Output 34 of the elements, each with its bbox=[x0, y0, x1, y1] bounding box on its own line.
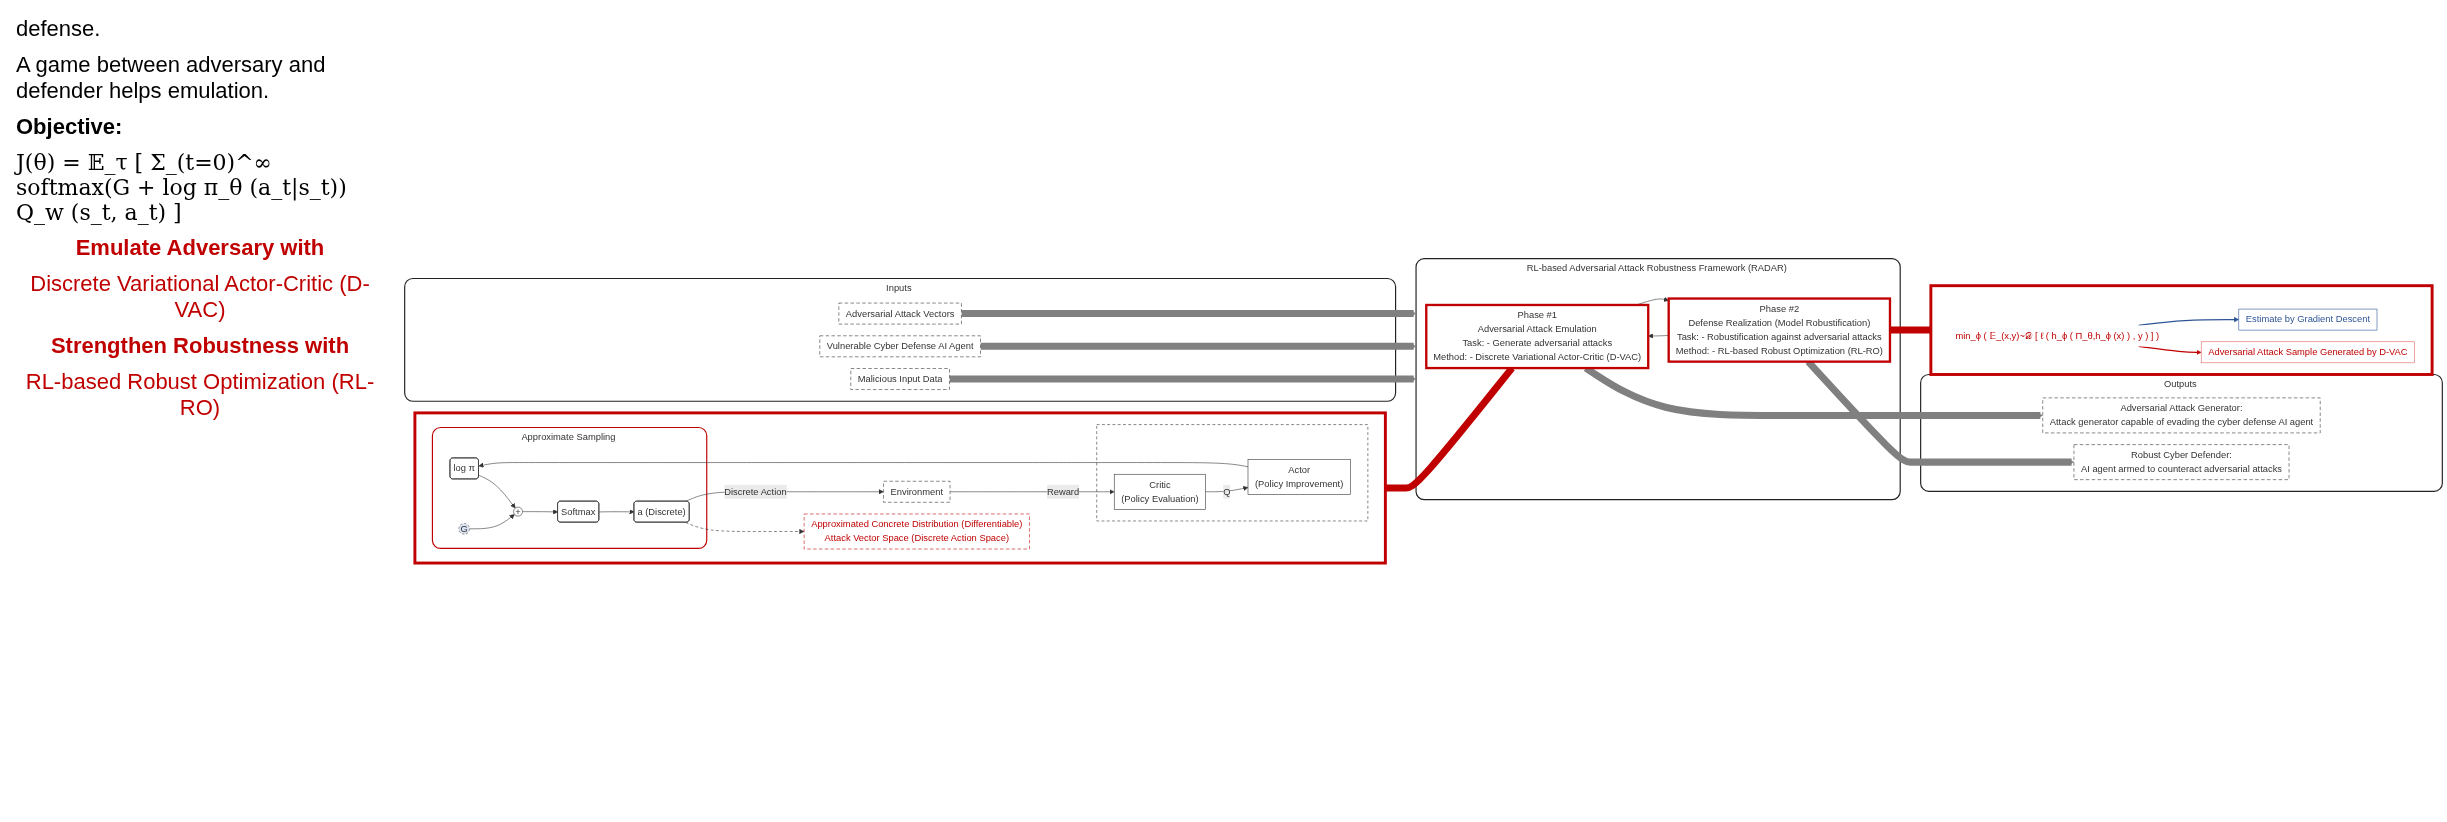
node-box: Actor (Policy Improvement) bbox=[1247, 459, 1351, 496]
node-circle: G bbox=[458, 523, 470, 535]
node-box: Vulnerable Cyber Defense AI Agent bbox=[819, 335, 981, 358]
caption-heading: Emulate Adversary with bbox=[74, 235, 326, 261]
caption-heading: Strengthen Robustness with bbox=[49, 333, 351, 359]
arrow bbox=[980, 342, 1417, 350]
cluster bbox=[1929, 284, 2434, 377]
node-box: Adversarial Attack Sample Generated by D-VAC bbox=[2200, 341, 2415, 364]
node-box: Phase #1 Adversarial Attack Emulation Task: - Generate adversarial attacks Method: - Discrete Variational Actor-Critic (D-VAC) bbox=[1425, 303, 1650, 370]
node-box: Adversarial Attack Vectors bbox=[838, 302, 962, 325]
node-box: Adversarial Attack Generator: Attack generator capable of evading the cyber defense AI agent bbox=[2042, 397, 2321, 434]
edge-label: Discrete Action bbox=[724, 486, 787, 497]
objective-heading: Objective: bbox=[16, 114, 124, 140]
node-box: Robust Cyber Defender: AI agent armed to counteract adversarial attacks bbox=[2073, 444, 2290, 481]
bullet-text: A game between adversary and defender helps emulation. bbox=[16, 52, 327, 104]
node-circle: + bbox=[513, 507, 523, 517]
node-box: Malicious Input Data bbox=[850, 368, 950, 390]
edge-label: Q bbox=[1223, 486, 1231, 497]
node-box: Approximated Concrete Distribution (Differentiable) Attack Vector Space (Discrete Action Space) bbox=[803, 513, 1030, 550]
arrow bbox=[961, 310, 1417, 318]
arrow bbox=[2137, 346, 2202, 355]
caption: RL-based Robust Optimization (RL-RO) bbox=[24, 369, 376, 421]
node-box: Phase #2 Defense Realization (Model Robustification) Task: - Robustification against adversarial attacks Method: - RL-based Robust Optimization (RL-RO) bbox=[1667, 297, 1892, 363]
objective-formula: J(θ) = 𝔼_τ [ Σ_(t=0)^∞ softmax(G + log π_θ (a_t|s_t)) Q_w (s_t, a_t) ] bbox=[16, 150, 348, 225]
node-text: min_ϕ ( 𝔼_(x,y)~𝒟 [ ℓ ( h_ϕ ( Π_θ,h_ϕ (x) ) , y ) ] ) bbox=[1955, 330, 2160, 341]
node-box: Environment bbox=[883, 481, 951, 503]
arrow bbox=[949, 375, 1417, 383]
node-box: Critic (Policy Evaluation) bbox=[1113, 474, 1206, 510]
cluster bbox=[1096, 424, 1369, 522]
bullet-text: defense. bbox=[16, 16, 102, 42]
caption: Discrete Variational Actor-Critic (D-VAC) bbox=[29, 271, 371, 323]
node-box: Estimate by Gradient Descent bbox=[2238, 308, 2378, 331]
cluster bbox=[413, 411, 1387, 565]
edge-label: Reward bbox=[1046, 486, 1080, 497]
